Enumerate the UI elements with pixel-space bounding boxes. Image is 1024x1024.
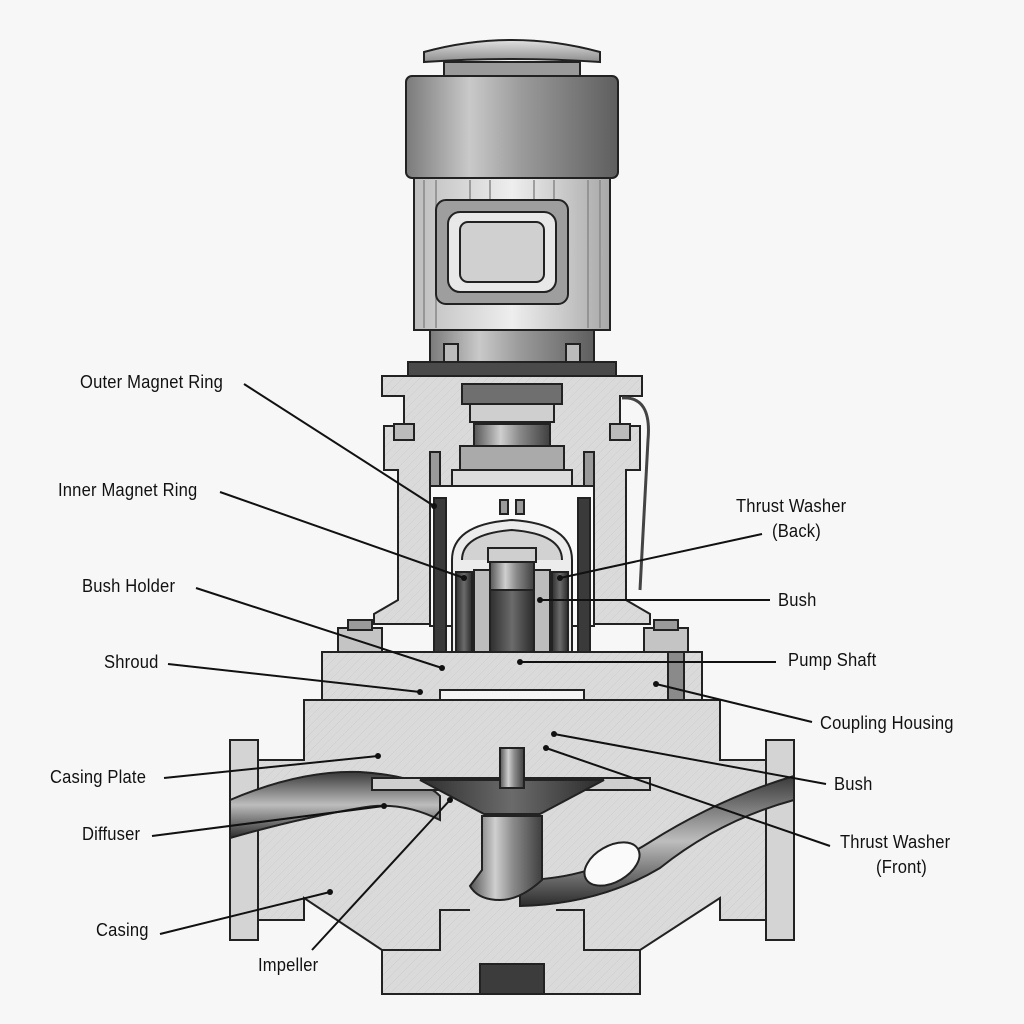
label-thrust-washer-front-line2: (Front) [876,857,927,877]
label-inner-magnet-ring: Inner Magnet Ring [58,480,198,500]
label-shroud: Shroud [104,652,159,672]
leader-outer-magnet-ring [243,383,435,507]
pump-casing [229,699,795,995]
leader-diffuser [151,805,385,837]
label-bush-upper: Bush [778,590,817,610]
label-thrust-washer-back-line1: Thrust Washer [736,496,847,516]
leader-thrust-washer-front [545,747,831,847]
leader-coupling-housing [655,683,813,723]
label-thrust-washer-back-line2: (Back) [772,521,821,541]
leader-casing [159,891,331,935]
label-thrust-washer-front-line1: Thrust Washer [840,832,951,852]
label-casing-plate: Casing Plate [50,767,147,787]
leader-lines [151,383,831,951]
leader-inner-magnet-ring [219,491,465,579]
leader-thrust-washer-back [559,533,763,579]
leader-impeller [311,799,451,951]
label-casing: Casing [96,920,149,940]
label-bush-lower: Bush [834,774,873,794]
label-outer-magnet-ring: Outer Magnet Ring [80,372,224,392]
label-coupling-housing: Coupling Housing [820,713,954,733]
leader-shroud [167,663,421,693]
label-pump-shaft: Pump Shaft [788,650,877,670]
label-diffuser: Diffuser [82,824,141,844]
leader-bush-lower [553,733,827,785]
label-impeller: Impeller [258,955,319,975]
label-bush-holder: Bush Holder [82,576,176,596]
leader-bush-holder [195,587,443,669]
motor [405,39,619,377]
leader-casing-plate [163,755,379,779]
